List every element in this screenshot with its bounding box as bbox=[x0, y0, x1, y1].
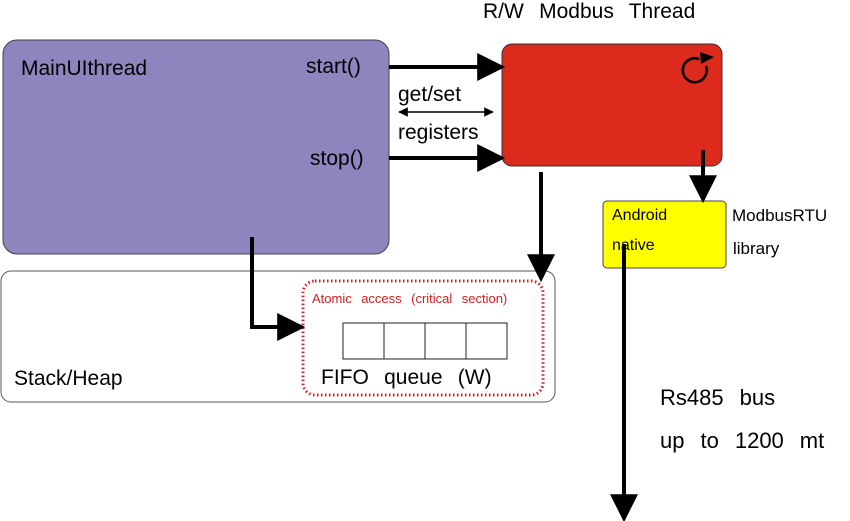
library-line2: library bbox=[733, 239, 780, 258]
library-line1: ModbusRTU bbox=[732, 206, 828, 225]
atomic-access-label: Atomic access (critical section) bbox=[312, 291, 508, 306]
reload-r-icon bbox=[681, 52, 714, 84]
bus-line2: up to 1200 mt bbox=[660, 428, 825, 453]
fifo-queue-label: FIFO queue (W) bbox=[321, 366, 492, 389]
main-to-fifo-arrow bbox=[250, 237, 306, 341]
modbus-thread-box bbox=[501, 43, 723, 167]
main-ui-thread-box bbox=[2, 39, 390, 255]
bus-line1: Rs485 bus bbox=[660, 385, 776, 410]
android-line1: Android bbox=[612, 207, 668, 224]
start-call-label: start() bbox=[306, 55, 361, 78]
android-native-box bbox=[602, 200, 727, 269]
stack-heap-label: Stack/Heap bbox=[14, 367, 123, 390]
critical-section-box bbox=[301, 279, 545, 397]
fifo-slot bbox=[342, 322, 385, 360]
fifo-slots bbox=[342, 322, 508, 360]
android-line2: native bbox=[612, 237, 655, 254]
fifo-slot bbox=[424, 322, 467, 360]
stop-call-label: stop() bbox=[310, 147, 364, 170]
fifo-slot bbox=[383, 322, 426, 360]
getset-label: get/set bbox=[398, 83, 462, 106]
fifo-slot bbox=[465, 322, 508, 360]
registers-label: registers bbox=[398, 121, 479, 144]
main-thread-label: MainUIthread bbox=[21, 57, 148, 80]
modbus-thread-title: R/W Modbus Thread bbox=[483, 0, 696, 23]
